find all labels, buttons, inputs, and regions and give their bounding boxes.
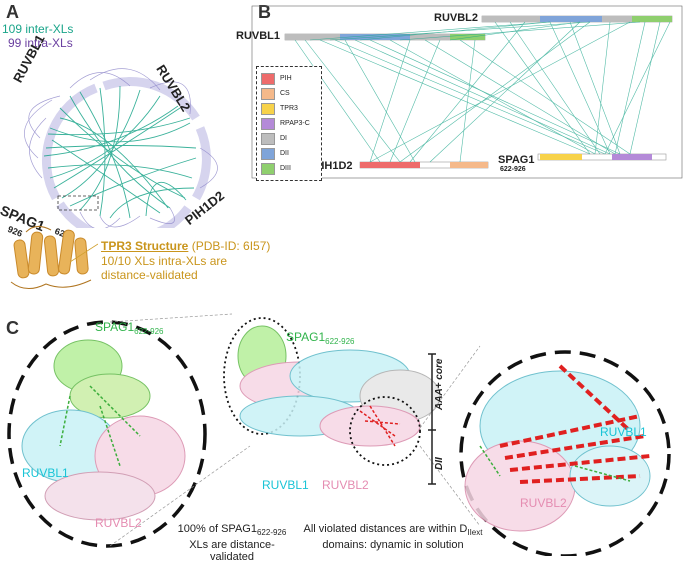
spag1-left-label: SPAG1622-926 [95,320,164,336]
tpr3-note: 10/10 XLs intra-XLs are distance-validat… [101,254,228,282]
inter-xl-count: 109 inter-XLs [2,22,74,36]
tpr3-pdb: (PDB-ID: 6I57) [188,239,271,253]
spag1-bar [537,153,667,161]
ruvbl1-segment [41,83,98,201]
ruvbl1-mid-label: RUVBL1 [262,478,309,492]
ruvbl2-bar [481,15,673,23]
right-zoom-circle [459,350,671,556]
panel-a-letter: A [6,2,19,22]
legend-item-tpr3: TPR3 [261,101,317,116]
ruvbl1-label-b: RUVBL1 [236,30,281,42]
tpr3-title: TPR3 Structure [101,239,189,253]
ruvbl2-left-label: RUVBL2 [95,516,142,530]
tpr3-structure-image [10,226,98,289]
dii-label: DII [434,457,445,470]
legend-item-diii: DIII [261,161,317,176]
caption-left: 100% of SPAG1622-926 XLs are distance- v… [177,523,287,563]
domain-legend: PIH CS TPR3 RPAP3-C DI DII DIII [256,66,322,181]
caption-right: All violated distances are within DIIext… [303,523,483,551]
linear-xl-map [251,5,683,179]
ruvbl2-right-label: RUVBL2 [520,496,567,510]
spag1-range-b: 622-926 [500,166,526,173]
circos-plot [24,68,218,228]
legend-item-di: DI [261,131,317,146]
spag1-segment [56,201,192,228]
spag1-label-b: SPAG1 [498,154,535,166]
spag1-mid-label: SPAG1622-926 [286,330,355,346]
pih1d2-label-b: PIH1D2 [314,160,353,172]
aaa-core-label: AAA+ core [434,358,445,410]
ruvbl1-right-label: RUVBL1 [600,425,647,439]
panel-b-letter: B [258,2,271,22]
ruvbl2-mid-label: RUVBL2 [322,478,369,492]
left-zoom-circle [7,320,207,548]
legend-item-dii: DII [261,146,317,161]
pih1d2-segment [192,126,211,201]
legend-item-rpap3c: RPAP3-C [261,116,317,131]
panel-c-structures [7,313,671,556]
dii-dotted-oval [349,396,421,466]
intra-xl-count: 99 intra-XLs [8,36,73,50]
ruvbl2-label-b: RUVBL2 [434,12,479,24]
ruvbl1-left-label: RUVBL1 [22,466,69,480]
legend-item-pih: PIH [261,71,317,86]
pih1d2-bar [359,161,489,169]
tpr3-heading: TPR3 Structure (PDB-ID: 6I57) [101,239,270,253]
panel-c-letter: C [6,318,19,338]
tpr3-region-box [57,195,99,211]
legend-item-cs: CS [261,86,317,101]
